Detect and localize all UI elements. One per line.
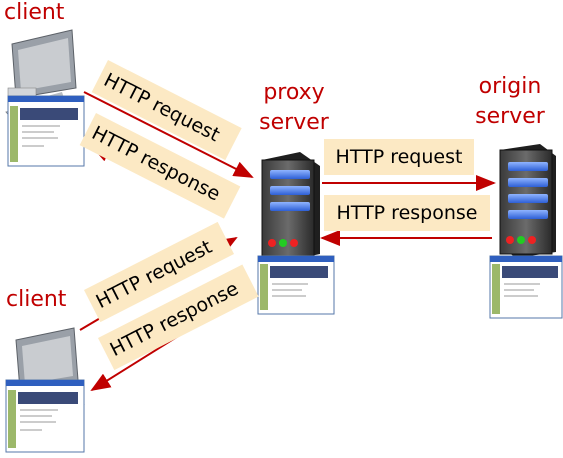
client-bottom-label: client [6, 287, 67, 312]
proxy-server-icon [261, 152, 320, 262]
proxy-label-line1: proxy [263, 80, 325, 105]
client-top-webpage-icon [7, 95, 85, 167]
origin-label-line2: server [475, 104, 545, 129]
origin-server-label: origin server [460, 74, 560, 130]
client-bottom-webpage-icon [5, 379, 85, 453]
proxy-server-label: proxy server [254, 80, 334, 136]
client-top-label: client [4, 0, 65, 25]
proxy-request-box: HTTP request [324, 139, 474, 175]
origin-server-icon [499, 144, 556, 258]
proxy-label-line2: server [259, 110, 329, 135]
origin-webpage-icon [489, 255, 563, 319]
proxy-request-text: HTTP request [335, 146, 463, 168]
origin-label-line1: origin [478, 74, 542, 99]
proxy-response-text: HTTP response [336, 202, 478, 224]
client1-request-arrow [83, 91, 254, 178]
proxy-webpage-icon [257, 255, 335, 315]
proxy-response-box: HTTP response [324, 195, 490, 231]
